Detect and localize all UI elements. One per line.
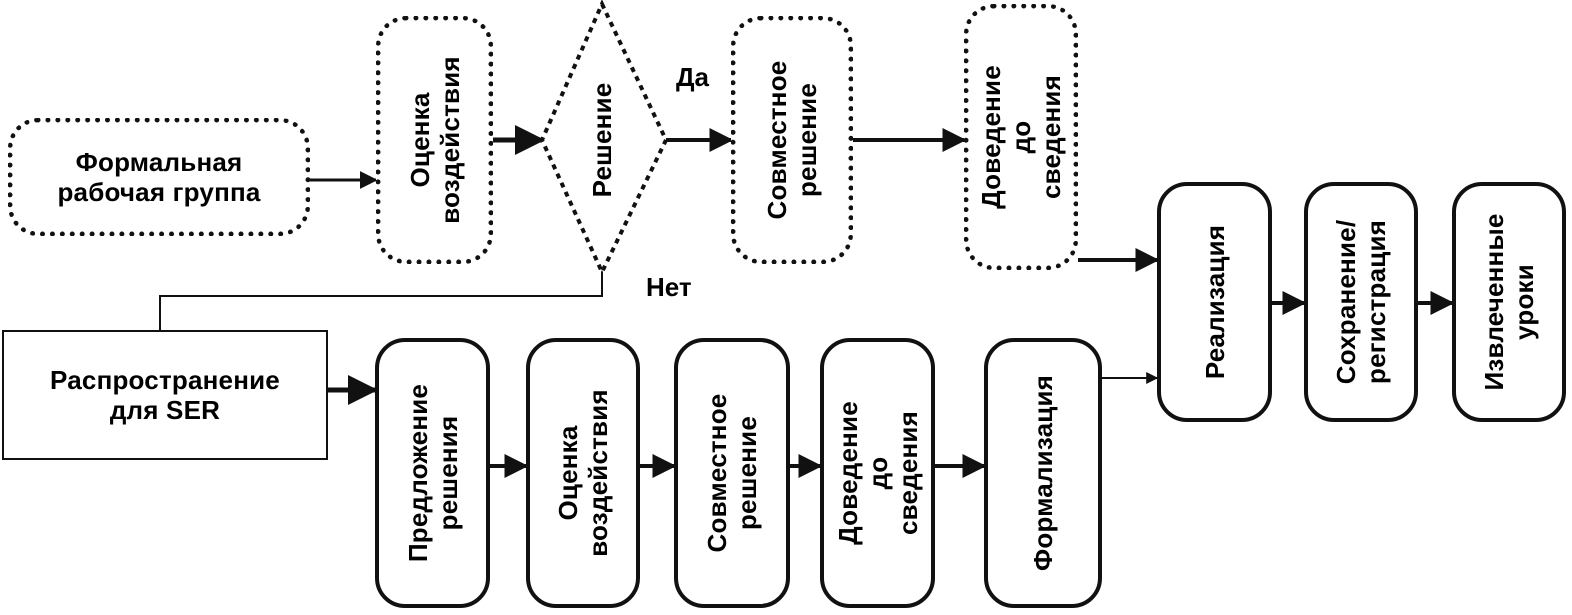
node-bottom-inform-label: Доведение до сведения: [832, 401, 923, 545]
node-decision-label: Решение: [587, 82, 617, 198]
node-formalization-label: Формализация: [1028, 374, 1058, 572]
node-implementation-label: Реализация: [1199, 224, 1230, 380]
node-lessons-learned: Извлеченные уроки: [1452, 182, 1566, 422]
node-solution-proposal: Предложение решения: [375, 338, 490, 608]
node-bottom-joint-decision: Совместное решение: [674, 338, 790, 608]
node-top-inform: Доведение до сведения: [964, 4, 1078, 270]
node-formalization: Формализация: [984, 338, 1102, 608]
node-top-impact-assessment: Оценка воздействия: [376, 16, 493, 264]
node-dissemination-ser-label: Распространение для SER: [50, 365, 280, 425]
node-saving-registration: Сохранение/ регистрация: [1304, 182, 1418, 422]
node-solution-proposal-label: Предложение решения: [402, 383, 463, 563]
node-saving-registration-label: Сохранение/ регистрация: [1331, 219, 1391, 385]
node-formal-working-group-label: Формальная рабочая группа: [57, 147, 261, 207]
node-dissemination-ser: Распространение для SER: [2, 330, 328, 460]
decision-diamond-shape: [539, 0, 669, 277]
node-implementation: Реализация: [1157, 182, 1272, 422]
edge-label-yes: Да: [676, 62, 709, 92]
node-top-impact-assessment-label: Оценка воздействия: [404, 56, 465, 224]
edge-decision-no: [159, 270, 603, 331]
node-bottom-joint-decision-label: Совместное решение: [702, 393, 762, 553]
node-bottom-impact-assessment: Оценка воздействия: [526, 338, 640, 608]
node-top-joint-decision: Совместное решение: [731, 16, 853, 264]
node-top-joint-decision-label: Совместное решение: [762, 60, 822, 220]
node-lessons-learned-label: Извлеченные уроки: [1479, 213, 1539, 391]
edge-label-no: Нет: [646, 272, 692, 302]
node-formal-working-group: Формальная рабочая группа: [8, 118, 310, 236]
node-bottom-impact-assessment-label: Оценка воздействия: [553, 389, 613, 557]
node-bottom-inform: Доведение до сведения: [820, 338, 935, 608]
node-top-inform-label: Доведение до сведения: [976, 65, 1066, 209]
